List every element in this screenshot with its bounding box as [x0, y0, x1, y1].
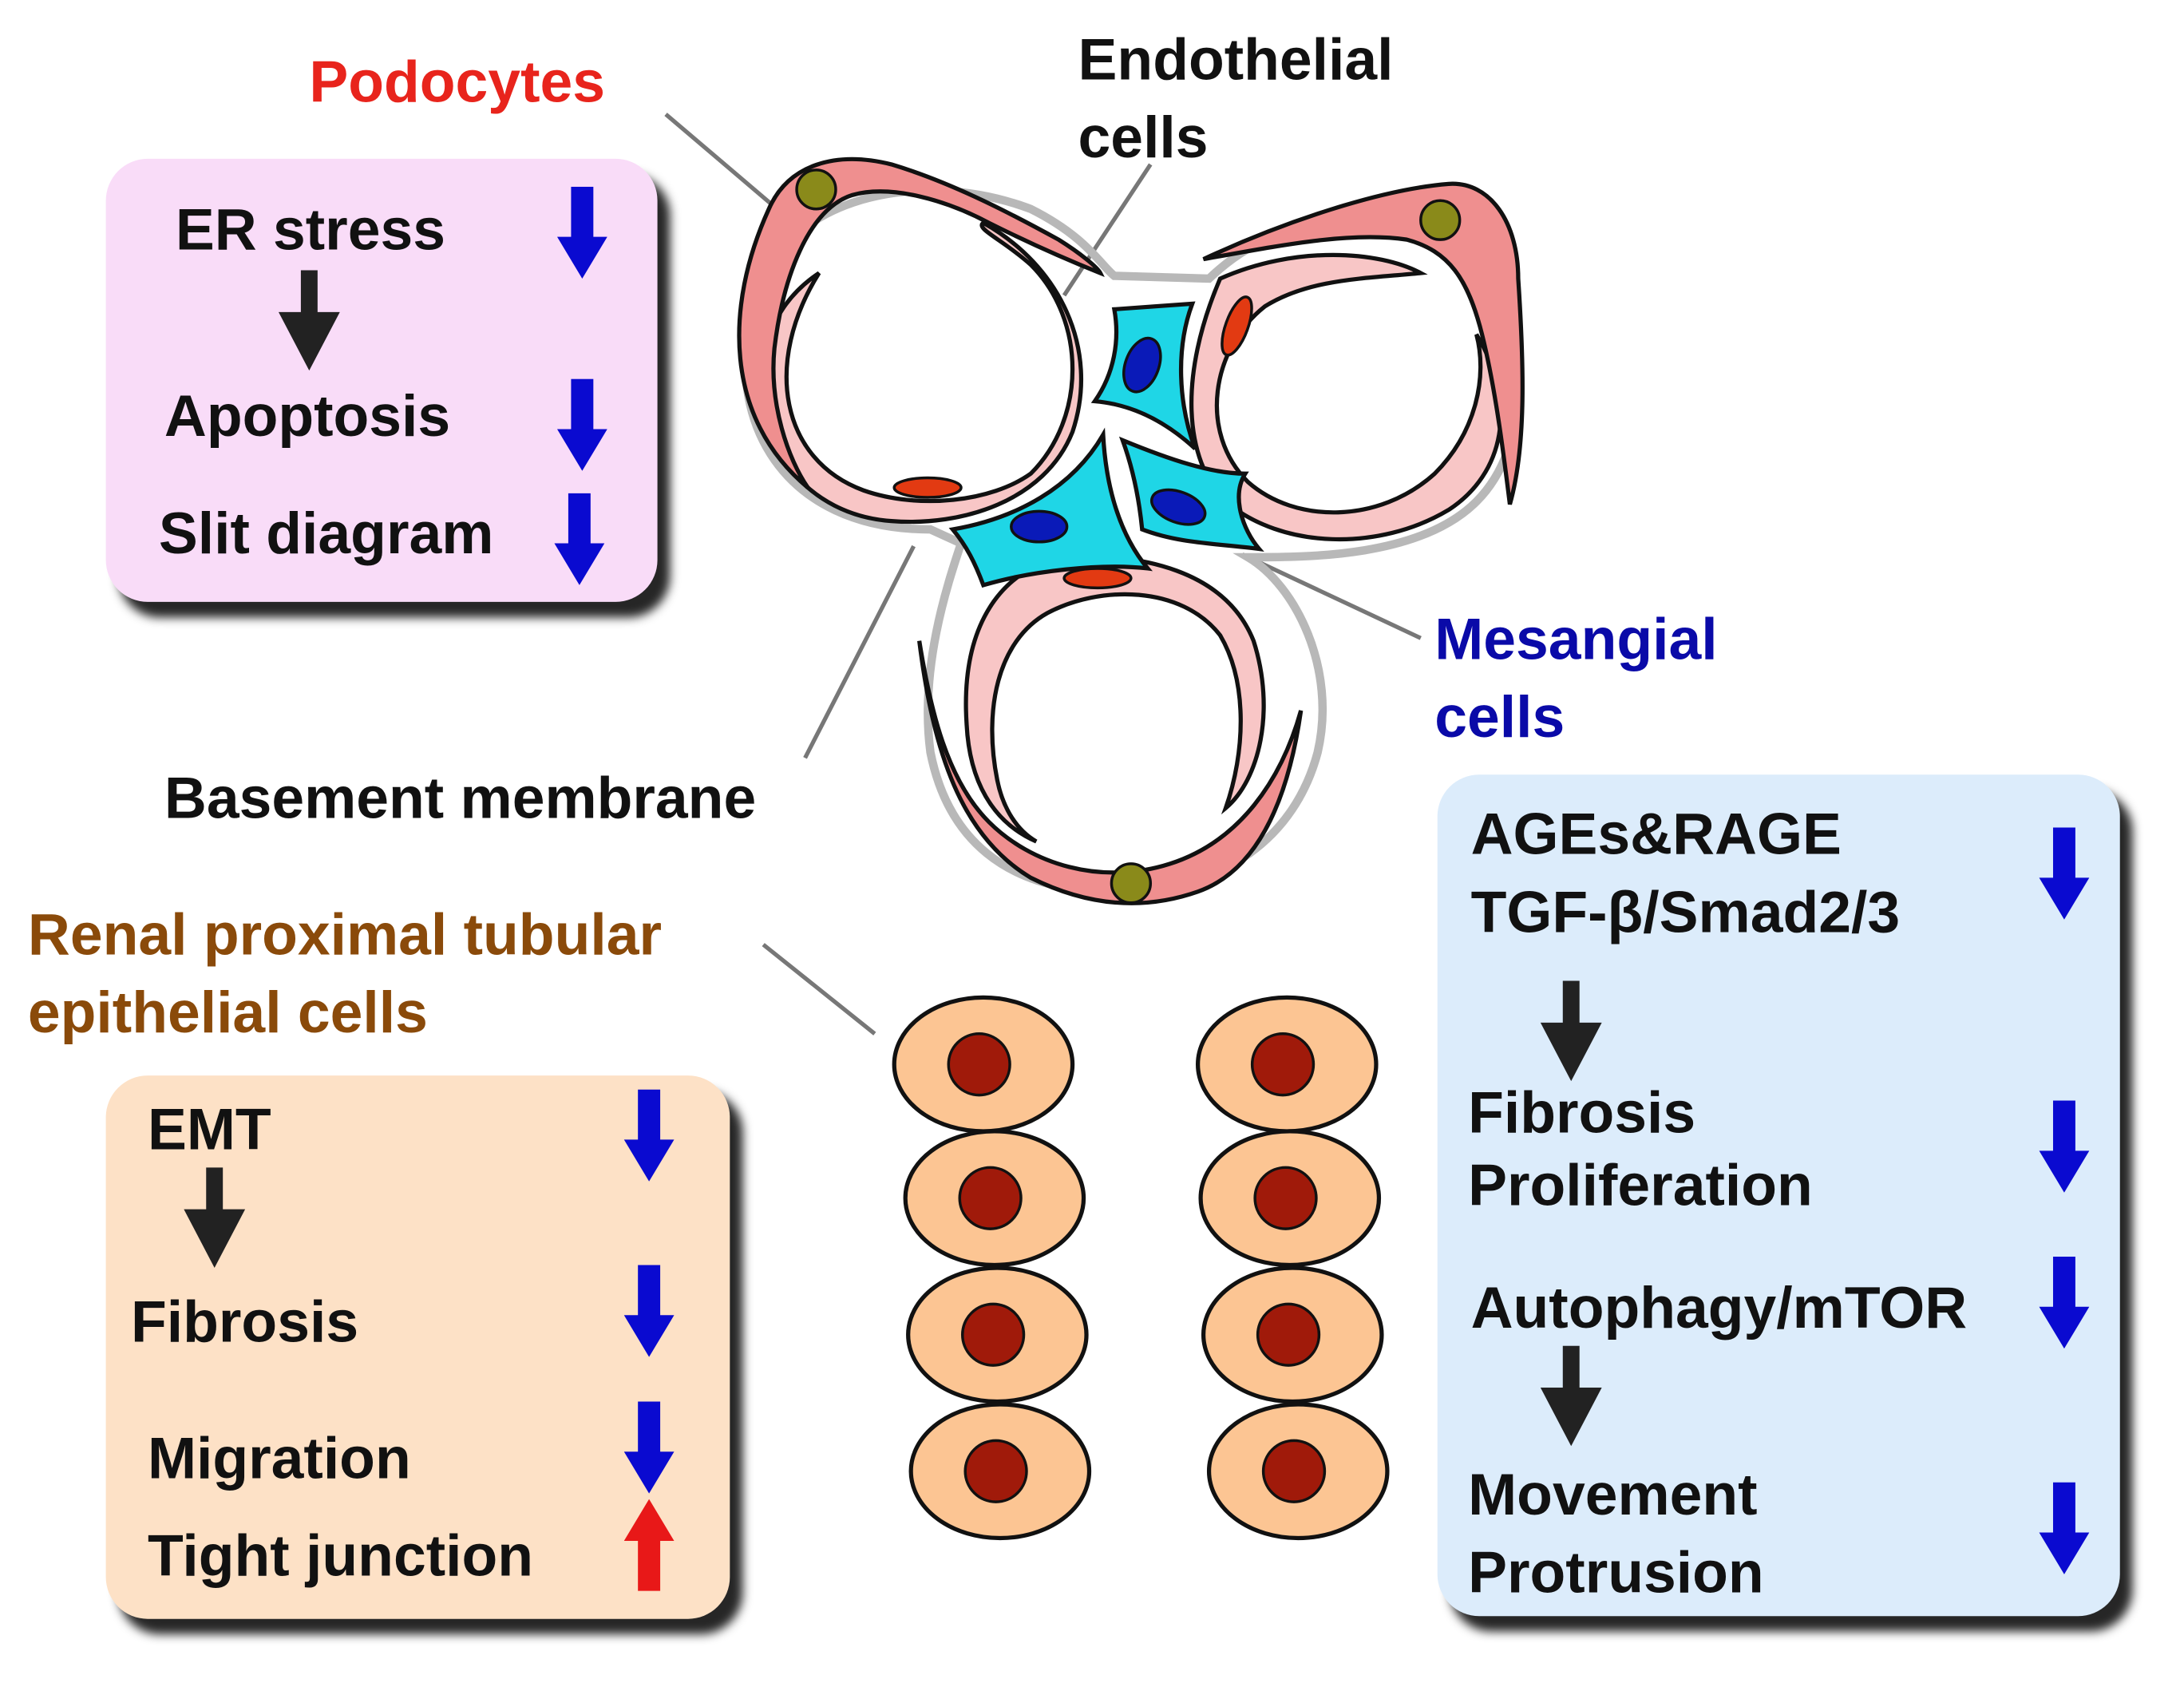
arrow-down-icon — [1540, 980, 1602, 1082]
arrow-down-icon — [623, 1089, 675, 1182]
tubular-label-line2: epithelial cells — [27, 979, 428, 1045]
basement-membrane-label: Basement membrane — [164, 765, 757, 831]
tight-junction-text: Tight junction — [147, 1523, 534, 1589]
er-stress-text: ER stress — [175, 196, 445, 263]
podocyte-top-left — [737, 156, 1105, 489]
arrow-down-icon — [556, 186, 607, 279]
mesangial-cell-left — [948, 427, 1153, 588]
protrusion-text: Protrusion — [1468, 1539, 1764, 1606]
endothelial-label-line1: Endothelial — [1078, 26, 1394, 93]
fibrosis-text: Fibrosis — [131, 1289, 359, 1355]
mesangial-leader — [1241, 552, 1422, 640]
podocytes-label: Podocytes — [309, 49, 605, 115]
podocyte-bottom — [917, 640, 1304, 905]
mesangial-label-line1: Mesangial — [1434, 606, 1718, 672]
tubular-leader — [762, 943, 876, 1036]
podocyte-nucleus — [795, 168, 837, 211]
endothelial-leader — [1062, 163, 1153, 297]
apoptosis-text: Apoptosis — [164, 382, 451, 449]
arrow-down-icon — [556, 378, 607, 471]
slit-diagram-text: Slit diagram — [158, 500, 494, 566]
arrow-down-icon — [2039, 827, 2090, 920]
tubular-nucleus — [1261, 1439, 1327, 1503]
tubular-nucleus — [1253, 1166, 1318, 1230]
autophagy-mtor-text: Autophagy/mTOR — [1470, 1274, 1968, 1340]
tubular-nucleus — [958, 1166, 1023, 1230]
tgf-beta-text: TGF-β/Smad2/3 — [1470, 879, 1901, 945]
arrow-down-icon — [278, 270, 340, 371]
arrow-down-icon — [184, 1167, 246, 1268]
proliferation-text: Proliferation — [1468, 1152, 1813, 1218]
podocyte-effects-box: ER stress Apoptosis Slit diagram — [105, 158, 658, 602]
endothelial-nucleus — [1221, 295, 1253, 357]
endothelial-label-line2: cells — [1078, 104, 1209, 170]
mesangial-effects-box: AGEs&RAGE TGF-β/Smad2/3 Fibrosis Prolife… — [1437, 774, 2120, 1617]
tubular-nucleus — [960, 1302, 1026, 1367]
tubular-effects-box: EMT Fibrosis Migration Tight junction — [105, 1075, 730, 1619]
podocyte-right — [1202, 181, 1525, 505]
podocyte-nucleus — [1419, 199, 1462, 241]
endothelial-cell-right — [1189, 252, 1503, 541]
arrow-down-icon — [2039, 1482, 2090, 1574]
arrow-down-icon — [2039, 1100, 2090, 1193]
mesangial-nucleus — [1149, 488, 1207, 526]
arrow-down-icon — [623, 1265, 675, 1357]
tubular-nucleus — [1250, 1032, 1316, 1097]
podocyte-nucleus — [1110, 862, 1153, 905]
tubular-nucleus — [947, 1032, 1011, 1097]
arrow-down-icon — [2039, 1256, 2090, 1349]
emt-text: EMT — [147, 1096, 271, 1162]
tubular-nucleus — [963, 1439, 1028, 1503]
tubular-label-line1: Renal proximal tubular — [27, 901, 662, 968]
endothelial-nucleus — [1062, 567, 1133, 590]
arrow-down-icon — [623, 1401, 675, 1494]
mesangial-nucleus — [1122, 336, 1162, 394]
arrow-up-icon — [623, 1499, 675, 1591]
basement-leader — [803, 544, 916, 759]
mesangial-nucleus — [1010, 509, 1069, 544]
tubular-nucleus — [1256, 1302, 1321, 1367]
mesangial-label-line2: cells — [1434, 683, 1565, 750]
arrow-down-icon — [1540, 1345, 1602, 1447]
endothelial-cell-bottom — [963, 554, 1266, 844]
movement-text: Movement — [1468, 1461, 1758, 1527]
migration-text: Migration — [147, 1425, 411, 1491]
arrow-down-icon — [554, 493, 605, 585]
ages-rage-text: AGEs&RAGE — [1470, 801, 1842, 867]
endothelial-nucleus — [892, 476, 963, 499]
fibrosis-text: Fibrosis — [1468, 1079, 1696, 1146]
